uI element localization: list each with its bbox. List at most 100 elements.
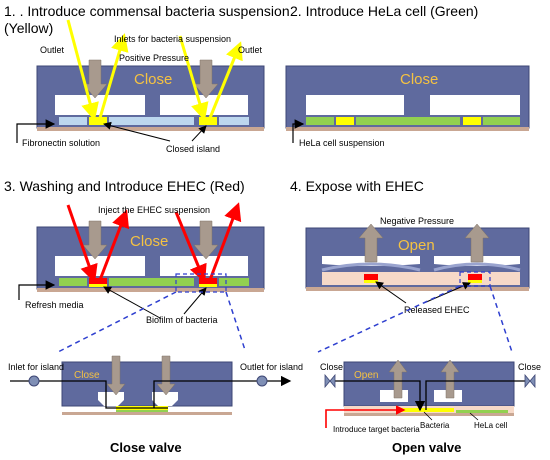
valve-state-label: Close — [130, 233, 168, 250]
label-close-left: Close — [320, 362, 343, 372]
yellow-island — [116, 406, 168, 412]
zoom-region — [175, 273, 227, 293]
pressure-arrow — [106, 355, 126, 396]
panel-3-title: 3. Washing and Introduce EHEC (Red) — [4, 178, 245, 194]
substrate — [286, 127, 529, 131]
green-channel — [306, 117, 334, 125]
green-channel — [219, 278, 249, 286]
yellow-island — [463, 117, 481, 125]
valve-chamber-right — [152, 392, 178, 406]
label-inlet-island: Inlet for island — [8, 362, 64, 372]
negative-pressure-arrow — [440, 359, 460, 399]
panel-4: 4. Expose with EHEC Open Negative Pressu… — [290, 178, 530, 353]
label-inject-ehec: Inject the EHEC suspension — [98, 205, 210, 215]
label-biofilm: Biofilm of bacteria — [146, 315, 218, 325]
label-inlets: Inlets for bacteria suspension — [114, 34, 231, 44]
valve-state-label: Close — [74, 370, 100, 381]
green-channel — [109, 278, 194, 286]
caption-close-valve: Close valve — [110, 440, 182, 455]
red-island — [199, 278, 217, 286]
green-channel — [456, 410, 508, 413]
label-outlet-left: Outlet — [40, 45, 65, 55]
label-positive-pressure: Positive Pressure — [119, 53, 189, 63]
membrane-right — [433, 262, 521, 272]
red-island — [89, 278, 107, 286]
substrate — [37, 127, 264, 131]
yellow-island — [336, 117, 354, 125]
hela-pointer — [469, 412, 479, 421]
green-channel — [483, 117, 520, 125]
yellow-outlet-arrow — [208, 41, 243, 119]
valve-chamber-left — [98, 392, 124, 406]
chip-body — [61, 361, 233, 407]
label-hela-suspension: HeLa cell suspension — [299, 138, 385, 148]
panel-2: 2. Introduce HeLa cell (Green) Close HeL… — [285, 3, 530, 148]
inlet-port — [28, 375, 40, 387]
yellow-inlet-arrow — [178, 35, 209, 121]
fibronectin-channel — [109, 117, 194, 125]
valve-state-label: Close — [400, 71, 438, 88]
introduce-bacteria-arrow — [325, 405, 406, 428]
label-introduce-line: Introduce target bacteria — [333, 425, 420, 434]
pressure-arrow — [156, 355, 176, 396]
released-pointer — [375, 281, 407, 304]
valve-state-label: Open — [398, 237, 435, 254]
yellow-inlet-arrow — [66, 19, 99, 121]
valve-chamber-right — [160, 95, 248, 115]
pressure-arrow — [193, 59, 219, 99]
yellow-outlet-arrow — [98, 33, 129, 119]
pressure-arrow — [82, 220, 108, 260]
panel-4-title: 4. Expose with EHEC — [290, 178, 424, 194]
closed-island-pointer — [191, 125, 207, 142]
chip-body — [343, 361, 515, 407]
refresh-pointer — [18, 280, 56, 300]
valve-state-label: Close — [134, 71, 172, 88]
label-negative-pressure: Negative Pressure — [380, 216, 454, 226]
label-introduce-target: Introduce target bacteria — [333, 425, 420, 434]
detail-open-valve: Open Close Close Introduce target bacter… — [320, 359, 541, 455]
island-flow-path — [10, 375, 292, 409]
negative-pressure-arrow — [388, 359, 408, 399]
yellow-biofilm — [468, 280, 482, 283]
island-flow-path — [330, 380, 426, 412]
red-outlet-arrow — [208, 202, 242, 281]
red-outlet-arrow — [98, 209, 130, 281]
yellow-biofilm — [89, 284, 107, 287]
red-inlet-arrow — [66, 204, 98, 283]
valve-chamber-left — [55, 256, 145, 276]
valve-chamber-right — [430, 95, 520, 115]
detail-close-valve: Close Inlet for island Outlet for island… — [8, 355, 303, 455]
zoom-line — [317, 285, 461, 353]
label-outlet-right: Outlet — [238, 45, 263, 55]
valve-chamber-right — [160, 256, 248, 276]
zoom-region — [459, 271, 491, 287]
label-fibronectin: Fibronectin solution — [22, 138, 100, 148]
closed-island-pointer — [103, 121, 171, 142]
closed-valve-symbol — [324, 373, 336, 389]
zoom-line — [225, 291, 246, 351]
label-released-ehec: Released EHEC — [404, 305, 470, 315]
valve-chamber-left — [306, 95, 404, 115]
valve-chamber-left — [55, 95, 145, 115]
yellow-biofilm — [199, 284, 217, 287]
panel-1-title-sub: (Yellow) — [4, 20, 53, 36]
panel-1: 1. . Introduce commensal bacteria suspen… — [4, 3, 290, 154]
panel-1-title: 1. . Introduce commensal bacteria suspen… — [4, 3, 290, 19]
label-bacteria: Bacteria — [420, 421, 450, 430]
red-inlet-arrow — [174, 211, 207, 283]
zoom-line — [489, 285, 513, 353]
substrate — [62, 412, 232, 415]
red-island — [468, 274, 482, 282]
island-flow-path — [425, 380, 530, 410]
red-island — [364, 274, 378, 282]
valve-state-label: Open — [354, 370, 378, 381]
membrane-left — [321, 262, 421, 272]
green-channel — [59, 278, 87, 286]
fibronectin-pointer — [16, 119, 56, 143]
caption-open-valve: Open valve — [392, 440, 461, 455]
zoom-line — [57, 291, 177, 353]
pressure-arrow — [193, 220, 219, 260]
panel-2-title: 2. Introduce HeLa cell (Green) — [290, 3, 478, 19]
fibronectin-channel — [219, 117, 249, 125]
